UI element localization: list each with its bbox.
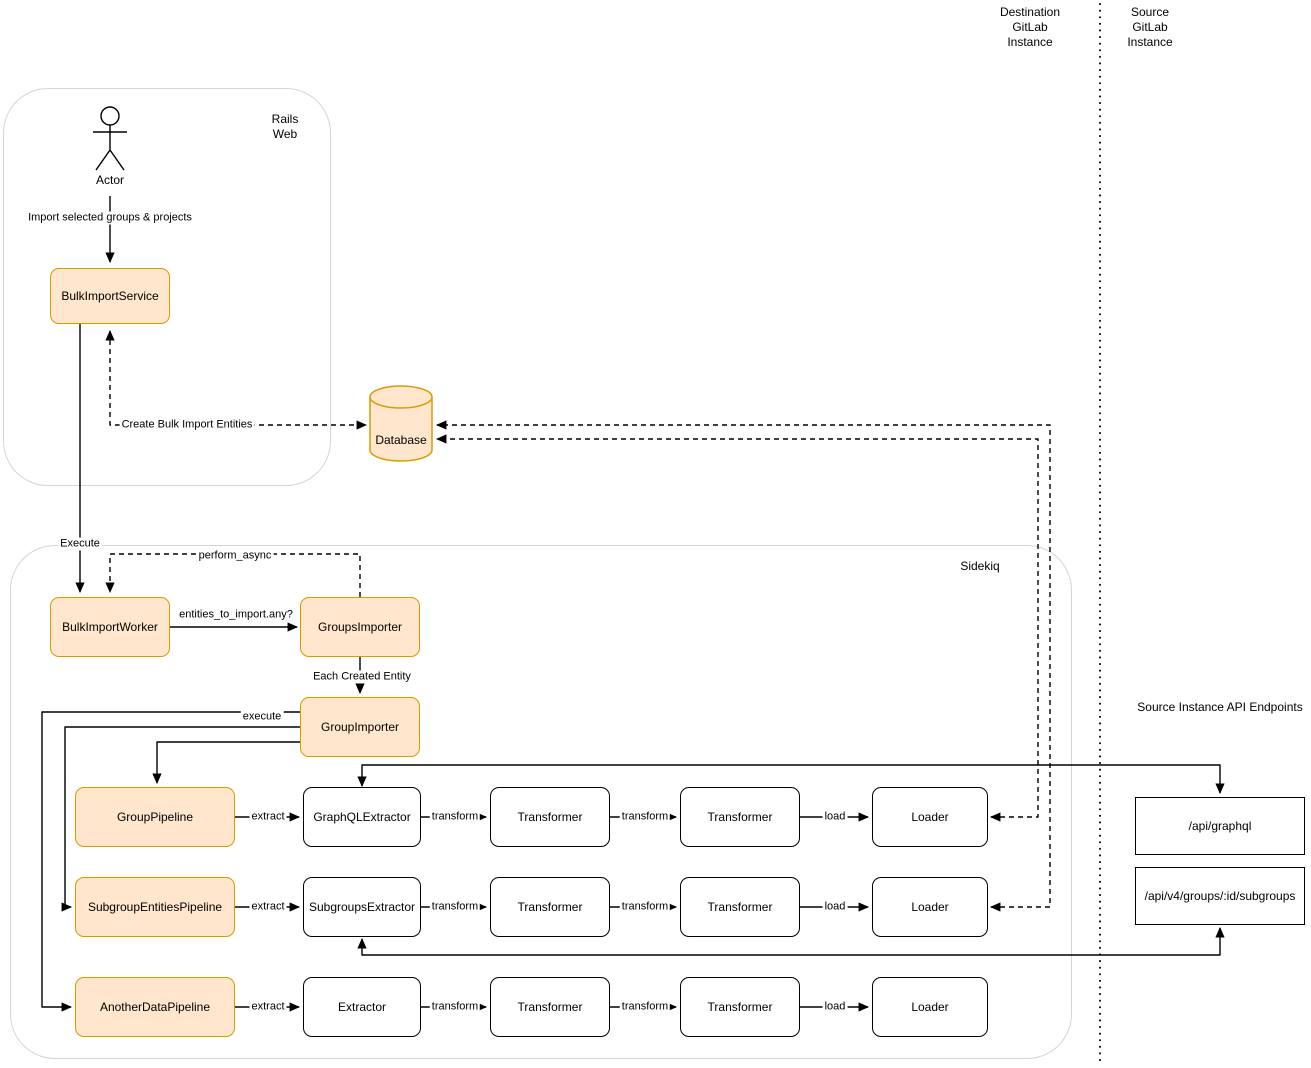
database-cylinder-icon — [369, 385, 433, 462]
loader-node: Loader — [872, 877, 988, 937]
graphql-extractor-node: GraphQLExtractor — [303, 787, 421, 847]
edge-label-execute: Execute — [58, 537, 102, 551]
edge-label-extract: extract — [249, 1000, 287, 1014]
edge-label-extract: extract — [249, 900, 287, 914]
edge-label-load: load — [822, 900, 848, 914]
sidekiq-label: Sidekiq — [960, 559, 1000, 573]
transformer-node: Transformer — [680, 787, 800, 847]
transformer-node: Transformer — [680, 877, 800, 937]
extractor-node: Extractor — [303, 977, 421, 1037]
api-endpoints-title: Source Instance API Endpoints — [1137, 700, 1303, 714]
loader-node: Loader — [872, 787, 988, 847]
group-pipeline-node: GroupPipeline — [75, 787, 235, 847]
edge-label-transform: transform — [429, 810, 481, 824]
destination-instance-label: Destination GitLab Instance — [999, 5, 1061, 49]
groups-importer-node: GroupsImporter — [300, 597, 420, 657]
rails-web-container — [3, 88, 331, 486]
edge-loader1-database — [435, 434, 1039, 822]
edge-label-transform: transform — [429, 1000, 481, 1014]
edge-label-transform: transform — [429, 900, 481, 914]
edge-label-transform: transform — [619, 1000, 671, 1014]
another-data-pipeline-node: AnotherDataPipeline — [75, 977, 235, 1037]
transformer-node: Transformer — [490, 977, 610, 1037]
edge-perform-async — [105, 553, 361, 597]
edge-label-perform-async: perform_async — [196, 549, 274, 563]
edge-label-entities-to-import: entities_to_import.any? — [177, 608, 295, 622]
subgroup-entities-pipeline-node: SubgroupEntitiesPipeline — [75, 877, 235, 937]
group-importer-node: GroupImporter — [300, 697, 420, 757]
edge-label-extract: extract — [249, 810, 287, 824]
source-instance-label: Source GitLab Instance — [1127, 5, 1173, 49]
edge-subgroups-api — [357, 926, 1225, 956]
edge-execute-subgroup-pipeline — [61, 726, 300, 912]
api-graphql-node: /api/graphql — [1135, 797, 1305, 855]
edge-label-import-selected: Import selected groups & projects — [26, 211, 194, 225]
edge-label-transform: transform — [619, 810, 671, 824]
edge-label-load: load — [822, 810, 848, 824]
edge-label-execute-pipeline: execute — [240, 710, 284, 724]
edge-label-transform: transform — [619, 900, 671, 914]
database-label: Database — [375, 433, 427, 447]
edge-create-entities — [105, 329, 368, 430]
edge-label-create-entities: Create Bulk Import Entities — [119, 418, 255, 432]
edge-execute-another-pipeline — [41, 711, 300, 1012]
bulk-import-service-node: BulkImportService — [50, 268, 170, 324]
subgroups-extractor-node: SubgroupsExtractor — [303, 877, 421, 937]
api-subgroups-node: /api/v4/groups/:id/subgroups — [1135, 867, 1305, 925]
loader-node: Loader — [872, 977, 988, 1037]
actor-label: Actor — [95, 173, 124, 187]
rails-web-label: Rails Web — [271, 112, 299, 141]
transformer-node: Transformer — [490, 787, 610, 847]
transformer-node: Transformer — [680, 977, 800, 1037]
bulk-import-worker-node: BulkImportWorker — [50, 597, 170, 657]
edge-label-each-created-entity: Each Created Entity — [311, 670, 413, 684]
edge-label-load: load — [822, 1000, 848, 1014]
edge-execute-group-pipeline — [152, 741, 300, 785]
edge-loader2-database — [435, 420, 1051, 912]
transformer-node: Transformer — [490, 877, 610, 937]
actor-icon — [93, 106, 127, 171]
